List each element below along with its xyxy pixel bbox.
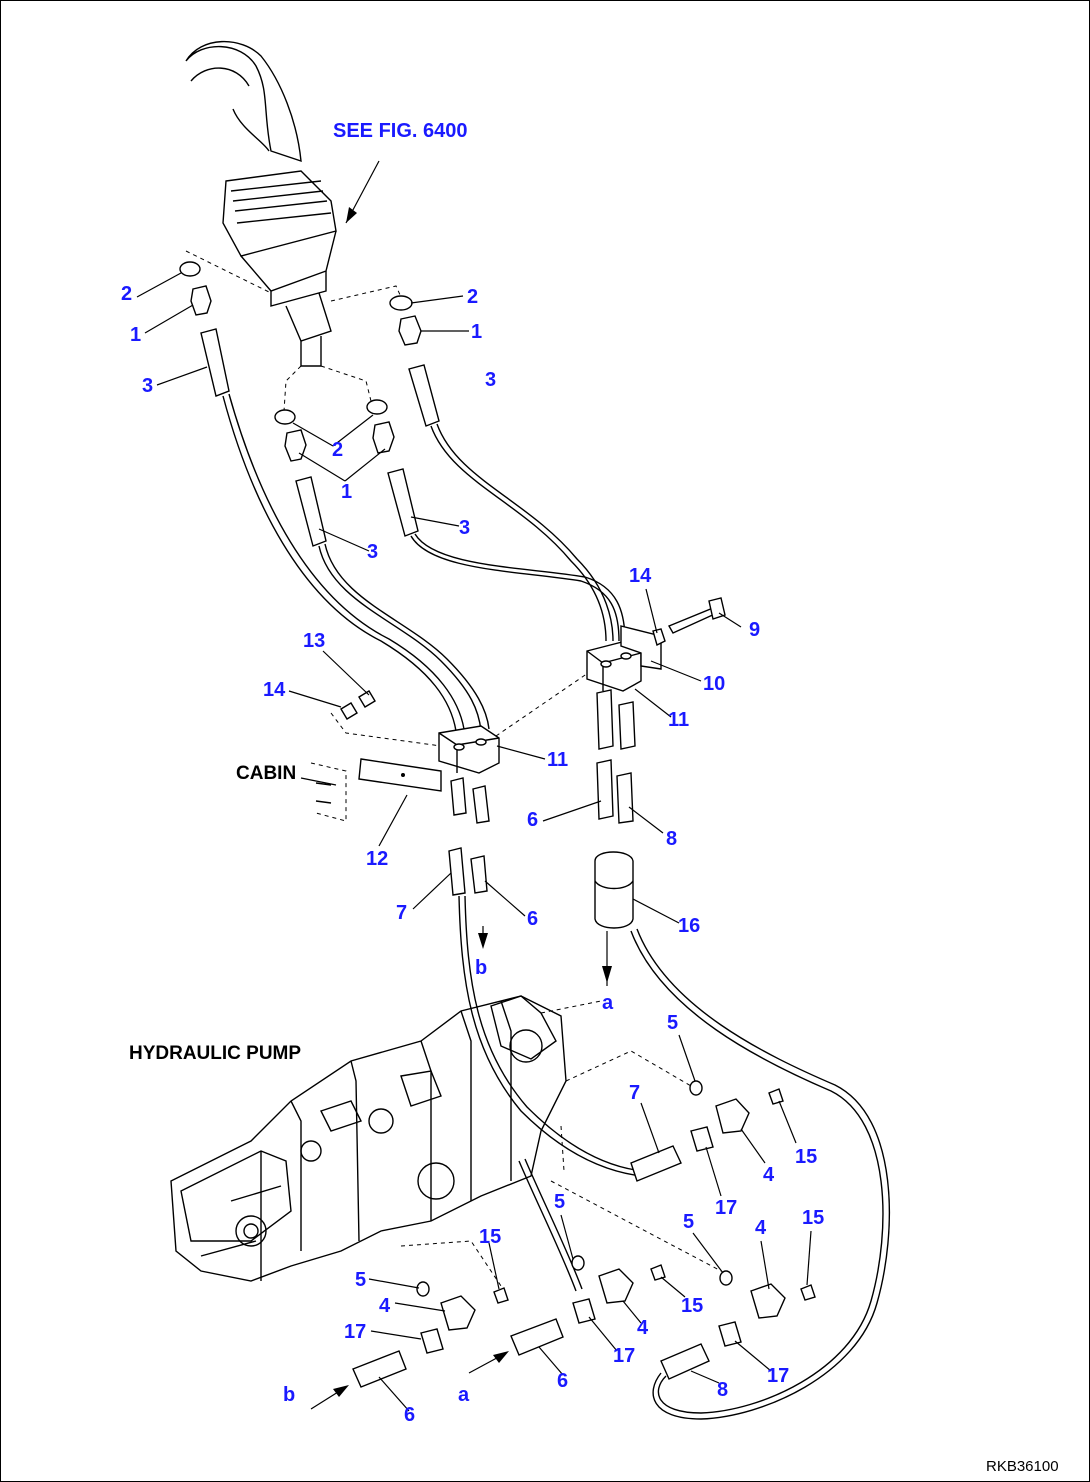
flow-label-b-lower: b — [283, 1384, 295, 1406]
callout-6: 6 — [527, 809, 538, 831]
callout-6: 6 — [404, 1404, 415, 1426]
see-fig-callout: SEE FIG. 6400 — [333, 120, 468, 142]
cabin-label: CABIN — [236, 763, 296, 784]
callout-2: 2 — [467, 286, 478, 308]
callout-14: 14 — [263, 679, 286, 701]
control-lever-illustration — [185, 40, 337, 367]
callout-15: 15 — [681, 1295, 703, 1317]
callout-9: 9 — [749, 619, 760, 641]
leader-lines — [136, 160, 812, 1412]
callout-3: 3 — [485, 369, 496, 391]
callout-1: 1 — [341, 481, 352, 503]
callout-16: 16 — [678, 915, 700, 937]
callout-6: 6 — [557, 1370, 568, 1392]
callout-11: 11 — [547, 749, 568, 771]
callout-1: 1 — [471, 321, 482, 343]
callout-10: 10 — [703, 673, 725, 695]
pump-fittings — [352, 1080, 816, 1388]
callout-5: 5 — [355, 1269, 366, 1291]
callout-8: 8 — [666, 828, 677, 850]
callout-12: 12 — [366, 848, 388, 870]
part-callouts: 2 1 3 2 1 3 2 1 3 3 14 9 10 11 13 14 11 … — [121, 283, 824, 1426]
callout-3: 3 — [367, 541, 378, 563]
callout-4: 4 — [637, 1317, 649, 1339]
callout-5: 5 — [667, 1012, 678, 1034]
callout-5: 5 — [683, 1211, 694, 1233]
callout-17: 17 — [715, 1197, 737, 1219]
callout-7: 7 — [629, 1082, 640, 1104]
mounting-blocks — [310, 597, 726, 822]
callout-2: 2 — [332, 439, 343, 461]
callout-14: 14 — [629, 565, 652, 587]
callout-6: 6 — [527, 908, 538, 930]
flow-label-a-lower: a — [458, 1384, 470, 1406]
dashed-connection-lines — [185, 250, 722, 1287]
callout-15: 15 — [479, 1226, 501, 1248]
callout-5: 5 — [554, 1191, 565, 1213]
hydraulic-pump-illustration — [170, 995, 567, 1282]
callout-15: 15 — [802, 1207, 824, 1229]
callout-4: 4 — [379, 1295, 391, 1317]
drawing-code: RKB36100 — [986, 1458, 1059, 1475]
callout-11: 11 — [668, 709, 689, 731]
callout-17: 17 — [344, 1321, 366, 1343]
callout-4: 4 — [755, 1217, 767, 1239]
callout-3: 3 — [459, 517, 470, 539]
callout-3: 3 — [142, 375, 153, 397]
callout-17: 17 — [613, 1345, 635, 1367]
callout-13: 13 — [303, 630, 325, 652]
hoses — [222, 393, 891, 1420]
callout-1: 1 — [130, 324, 141, 346]
callout-2: 2 — [121, 283, 132, 305]
callout-15: 15 — [795, 1146, 817, 1168]
callout-17: 17 — [767, 1365, 789, 1387]
callout-7: 7 — [396, 902, 407, 924]
lever-fittings — [179, 261, 440, 547]
callout-8: 8 — [717, 1379, 728, 1401]
flow-label-a-upper: a — [602, 992, 614, 1014]
callout-4: 4 — [763, 1164, 775, 1186]
hydraulic-pump-label: HYDRAULIC PUMP — [129, 1043, 301, 1064]
hose-couplings — [448, 689, 636, 929]
flow-label-b-upper: b — [475, 957, 487, 979]
